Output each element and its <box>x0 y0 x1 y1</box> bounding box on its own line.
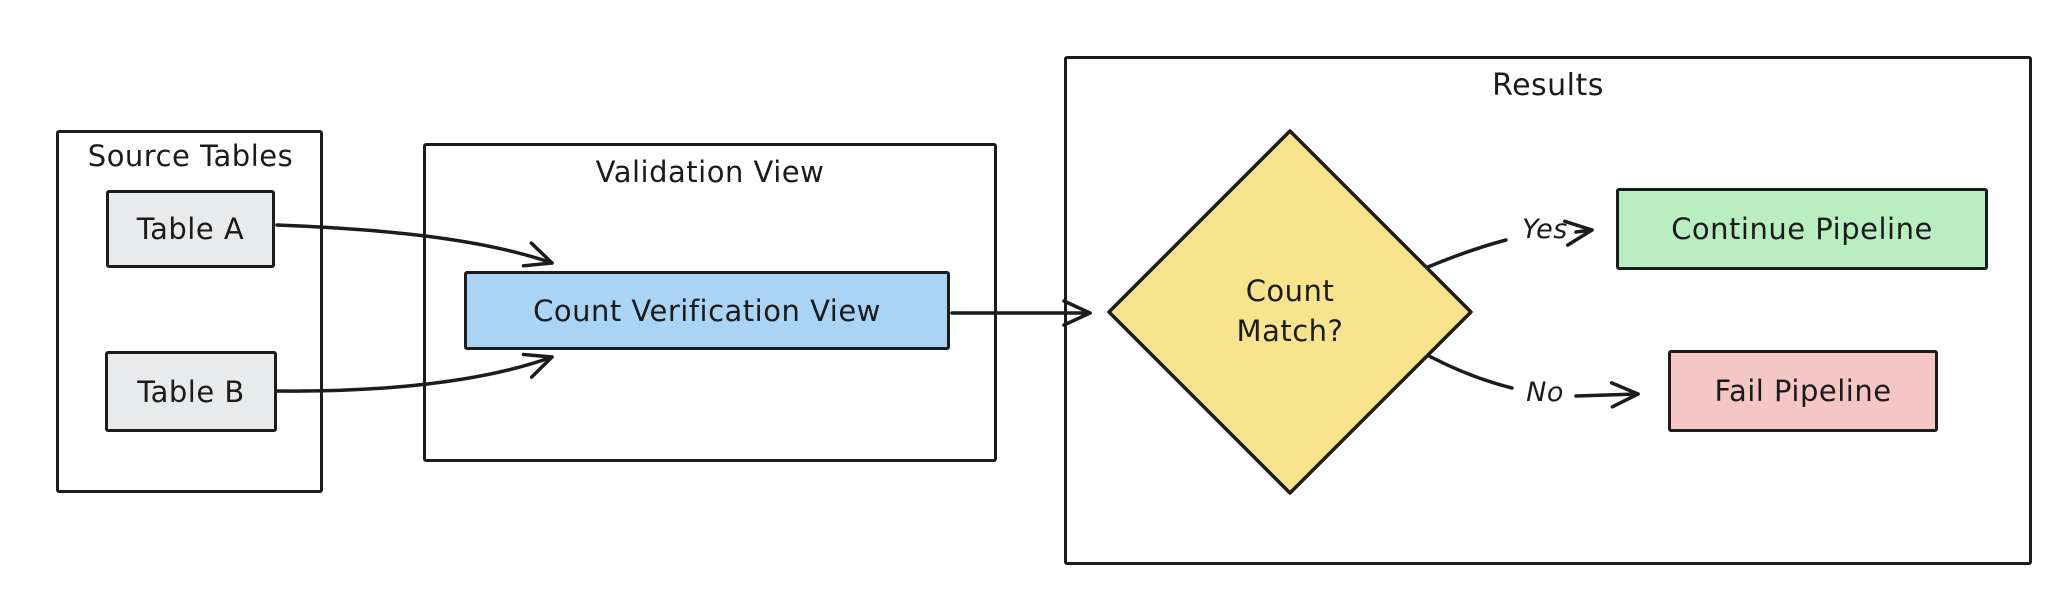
table-b-label: Table B <box>137 374 245 409</box>
node-fail-pipeline: Fail Pipeline <box>1668 350 1938 432</box>
count-match-label: Count Match? <box>1190 271 1390 351</box>
count-match-label-line1: Count <box>1245 274 1335 308</box>
node-continue-pipeline: Continue Pipeline <box>1616 188 1988 270</box>
source-tables-title: Source Tables <box>87 139 294 173</box>
node-table-b: Table B <box>105 351 277 432</box>
no-label: No <box>1526 377 1564 408</box>
group-source-tables <box>56 130 323 493</box>
count-verification-view-label: Count Verification View <box>533 293 881 328</box>
node-table-a: Table A <box>106 190 275 268</box>
results-title: Results <box>1492 68 1604 103</box>
validation-view-title: Validation View <box>595 155 825 189</box>
table-a-label: Table A <box>136 212 245 246</box>
count-match-label-line2: Match? <box>1236 314 1344 348</box>
continue-pipeline-label: Continue Pipeline <box>1671 212 1933 246</box>
fail-pipeline-label: Fail Pipeline <box>1714 374 1892 408</box>
yes-label: Yes <box>1522 214 1568 245</box>
node-count-verification-view: Count Verification View <box>464 271 950 350</box>
